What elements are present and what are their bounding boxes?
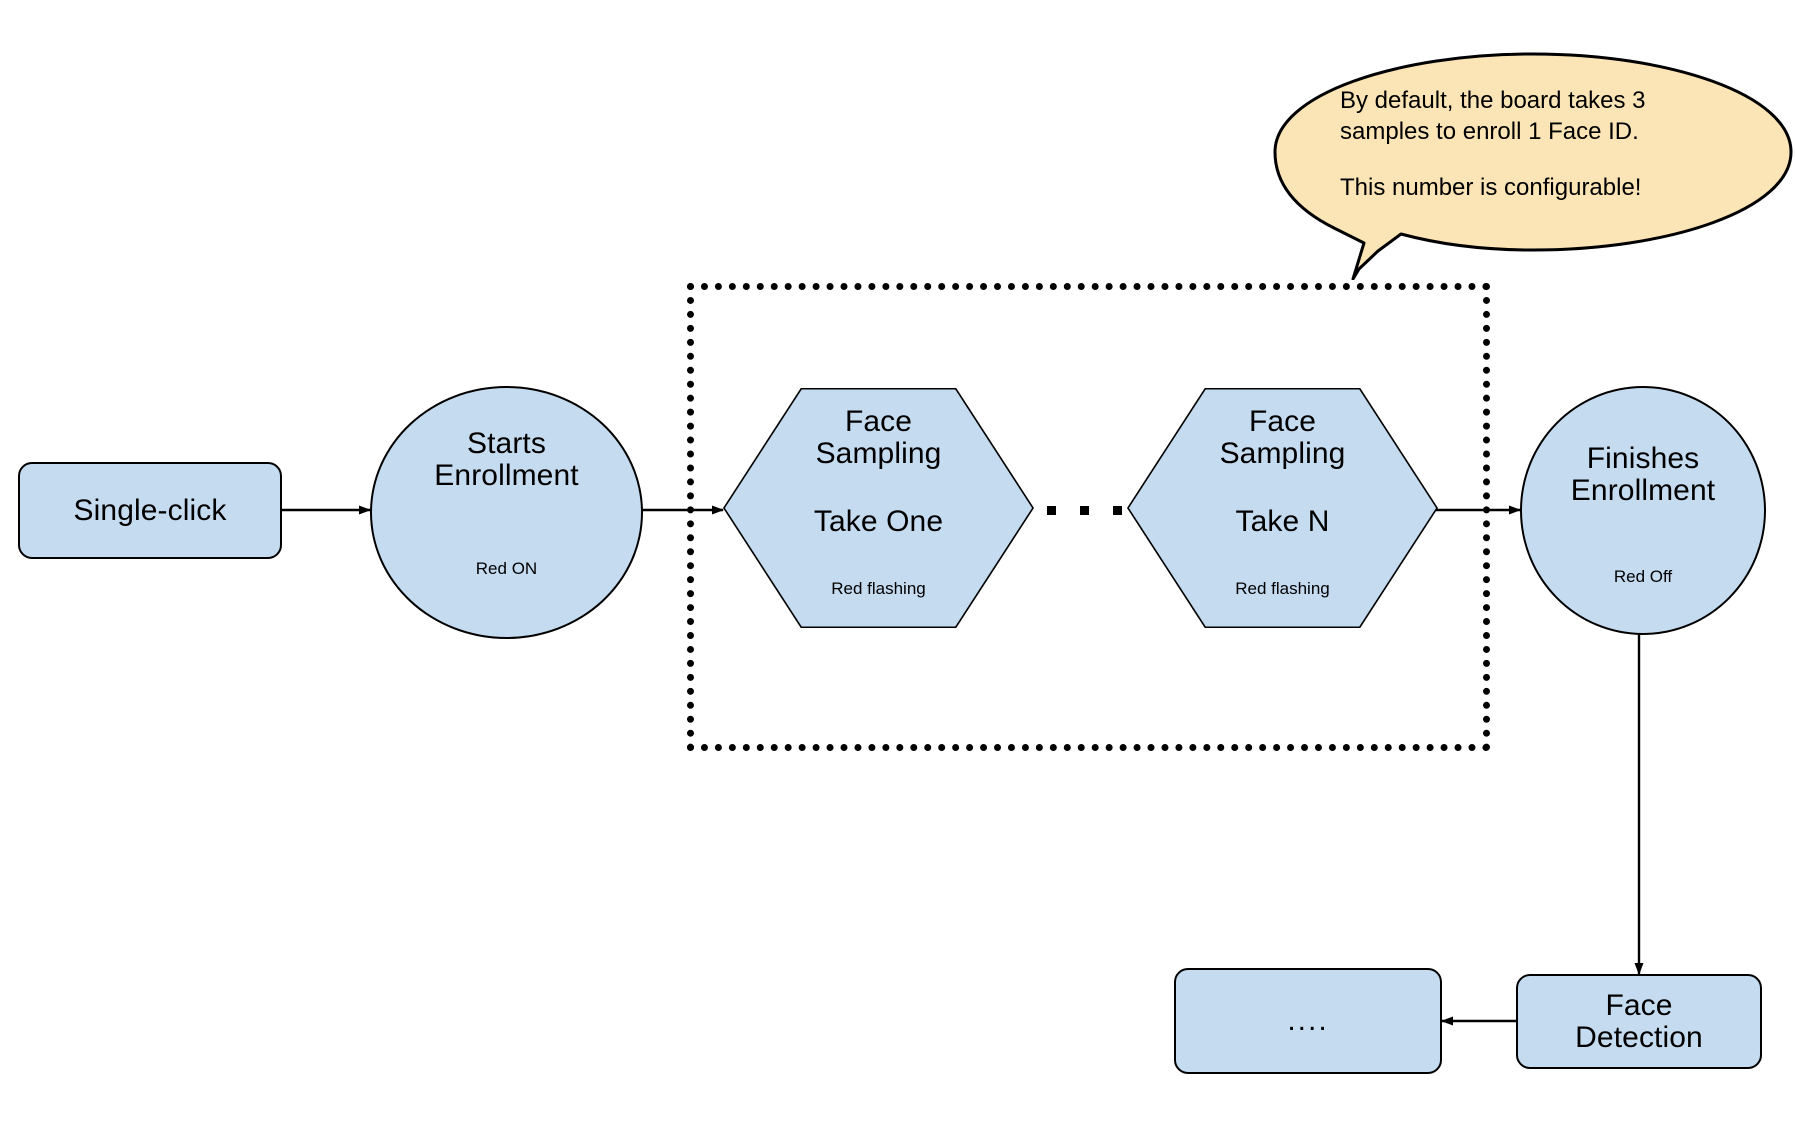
node-face-sampling-n[interactable]: Face Sampling Take N Red flashing [1127, 388, 1438, 628]
callout-line-3: This number is configurable! [1340, 174, 1642, 202]
sampling-group-frame [687, 283, 1490, 751]
node-finishes-enrollment-status: Red Off [1613, 567, 1673, 586]
callout-bubble-shape [1273, 52, 1793, 281]
callout-note: By default, the board takes 3 samples to… [1268, 50, 1795, 281]
node-finishes-enrollment-title: Finishes Enrollment [1522, 443, 1764, 507]
node-starts-enrollment-line2: Enrollment [434, 458, 579, 492]
node-starts-enrollment-title: Starts Enrollment [372, 428, 641, 492]
node-face-detection-line1: Face [1605, 988, 1673, 1022]
ellipsis-dot [1113, 505, 1122, 515]
node-single-click[interactable]: Single-click [18, 462, 282, 559]
node-starts-enrollment[interactable]: Starts Enrollment Red ON [370, 386, 643, 639]
callout-paragraph-gap [1340, 147, 1750, 173]
node-finishes-enrollment-line2: Enrollment [1570, 473, 1716, 507]
node-starts-enrollment-line1: Starts [467, 427, 546, 460]
node-face-sampling-one[interactable]: Face Sampling Take One Red flashing [723, 388, 1034, 628]
node-face-sampling-n-text: Face Sampling Take N Red flashing [1127, 388, 1438, 628]
node-finishes-enrollment[interactable]: Finishes Enrollment Red Off [1520, 386, 1766, 635]
node-face-sampling-n-status: Red flashing [1235, 579, 1330, 598]
node-face-detection-label: Face Detection [1575, 988, 1703, 1054]
node-face-detection[interactable]: Face Detection [1516, 974, 1762, 1069]
node-finishes-enrollment-line1: Finishes [1586, 442, 1700, 475]
node-face-sampling-n-title: Face Sampling [1127, 406, 1438, 470]
node-face-sampling-one-title: Face Sampling [723, 406, 1034, 470]
node-face-sampling-one-status: Red flashing [831, 579, 926, 598]
node-face-sampling-one-line1: Face [844, 405, 913, 438]
ellipsis-dot [1080, 505, 1089, 515]
node-face-sampling-n-line2: Sampling [1219, 436, 1346, 470]
callout-line-2: samples to enroll 1 Face ID. [1340, 117, 1639, 145]
node-starts-enrollment-status: Red ON [475, 559, 538, 578]
node-face-detection-line2: Detection [1575, 1020, 1703, 1054]
callout-line-1: By default, the board takes 3 [1340, 87, 1646, 114]
callout-text-block: By default, the board takes 3 samples to… [1340, 86, 1750, 204]
ellipsis-dot [1047, 505, 1056, 515]
node-more-label: .... [1287, 1004, 1329, 1037]
node-more[interactable]: .... [1174, 968, 1442, 1074]
node-face-sampling-one-line2: Sampling [815, 436, 942, 470]
node-face-sampling-n-line1: Face [1248, 405, 1317, 438]
node-face-sampling-one-take: Take One [813, 505, 944, 538]
node-face-sampling-n-take: Take N [1235, 505, 1330, 538]
node-face-sampling-one-text: Face Sampling Take One Red flashing [723, 388, 1034, 628]
node-single-click-label: Single-click [73, 493, 227, 527]
